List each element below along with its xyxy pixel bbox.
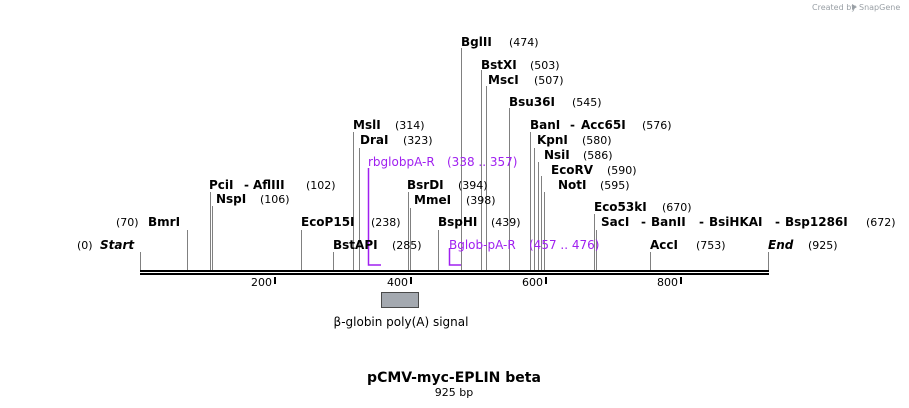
enzyme-pos: (753) [696,239,726,252]
credit-text: Created by [812,3,856,12]
enzyme-name[interactable]: Bsp1286I [785,215,848,229]
enzyme-pos: (586) [583,149,613,162]
start-label: Start [100,238,135,252]
enzyme-name[interactable]: MslI [353,118,381,132]
enzyme-name[interactable]: BspHI [438,215,477,229]
enzyme-pos: (474) [509,36,539,49]
primer-name[interactable]: rbglobpA-R [368,155,435,169]
tick-400 [410,277,412,284]
enzyme-labels: (70) BmrI PciI - AflIII (102) NspI (106)… [116,35,896,252]
start-pos: (0) [77,239,93,252]
sequence-line-top [140,270,769,272]
enzyme-sep: - [641,215,646,229]
enzyme-sep: - [775,215,780,229]
tick-200 [274,277,276,284]
enzyme-name[interactable]: Eco53kI [594,200,647,214]
enzyme-name[interactable]: SacI [601,215,629,229]
primer-range: (457 .. 476) [529,238,599,252]
enzyme-pos: (580) [582,134,612,147]
enzyme-name[interactable]: BsiHKAI [709,215,763,229]
enzyme-sep: - [699,215,704,229]
enzyme-pos: (323) [403,134,433,147]
enzyme-pos: (285) [392,239,422,252]
enzyme-sep: - [244,178,249,192]
enzyme-pos: (398) [466,194,496,207]
tick-label-400: 400 [387,276,408,289]
enzyme-pos: (314) [395,119,425,132]
enzyme-pos: (595) [600,179,630,192]
sequence-line-bottom [140,273,769,275]
enzyme-sep: - [570,118,575,132]
enzyme-pos: (394) [458,179,488,192]
enzyme-name[interactable]: BsrDI [407,178,444,192]
map-title: pCMV-myc-EPLIN beta [367,370,541,386]
enzyme-name[interactable]: BanII [651,215,686,229]
enzyme-pos: (238) [371,216,401,229]
primer-range: (338 .. 357) [447,155,517,169]
enzyme-name[interactable]: BanI [530,118,560,132]
enzyme-name[interactable]: MscI [488,73,519,87]
primer-labels: rbglobpA-R (338 .. 357) Bglob-pA-R (457 … [368,155,599,252]
enzyme-pos: (590) [607,164,637,177]
enzyme-name[interactable]: BglII [461,35,492,49]
enzyme-name[interactable]: PciI [209,178,234,192]
ruler: 200 400 600 800 [251,276,682,289]
enzyme-name[interactable]: NspI [216,192,246,206]
primer-name[interactable]: Bglob-pA-R [449,238,516,252]
end-pos: (925) [808,239,838,252]
enzyme-name[interactable]: NsiI [544,148,570,162]
enzyme-pos: (439) [491,216,521,229]
enzyme-name[interactable]: BstXI [481,58,517,72]
enzyme-name[interactable]: Bsu36I [509,95,555,109]
feature-label: β-globin poly(A) signal [334,315,469,329]
enzyme-pos: (670) [662,201,692,214]
enzyme-pos: (106) [260,193,290,206]
enzyme-name[interactable]: MmeI [414,193,451,207]
enzyme-name[interactable]: AccI [650,238,678,252]
site-lines [140,48,769,270]
enzyme-pos: (102) [306,179,336,192]
enzyme-name[interactable]: EcoP15I [301,215,355,229]
primer-markers [367,168,462,266]
tick-800 [680,277,682,284]
enzyme-pos: (70) [116,216,139,229]
tick-label-600: 600 [522,276,543,289]
feature-box-beta-globin-polya[interactable] [381,292,419,308]
primer-marker-rbglobpa-r[interactable] [367,168,382,266]
end-label: End [768,238,794,252]
enzyme-pos: (576) [642,119,672,132]
enzyme-pos: (545) [572,96,602,109]
enzyme-name[interactable]: BstAPI [333,238,378,252]
tick-600 [545,277,547,284]
snapgene-logo: SnapGene [852,3,900,12]
enzyme-name[interactable]: Acc65I [581,118,626,132]
enzyme-pos: (503) [530,59,560,72]
enzyme-name[interactable]: BmrI [148,215,180,229]
enzyme-name[interactable]: NotI [558,178,587,192]
enzyme-name[interactable]: EcoRV [551,163,594,177]
map-length: 925 bp [435,386,473,399]
enzyme-pos: (507) [534,74,564,87]
primer-marker-bglob-pa-r[interactable] [448,248,462,266]
enzyme-name[interactable]: DraI [360,133,388,147]
brand-text: SnapGene [859,3,900,12]
snapgene-logo-icon [852,4,857,10]
tick-label-200: 200 [251,276,272,289]
enzyme-name[interactable]: KpnI [537,133,568,147]
tick-label-800: 800 [657,276,678,289]
enzyme-pos: (672) [866,216,896,229]
enzyme-name[interactable]: AflIII [253,178,285,192]
